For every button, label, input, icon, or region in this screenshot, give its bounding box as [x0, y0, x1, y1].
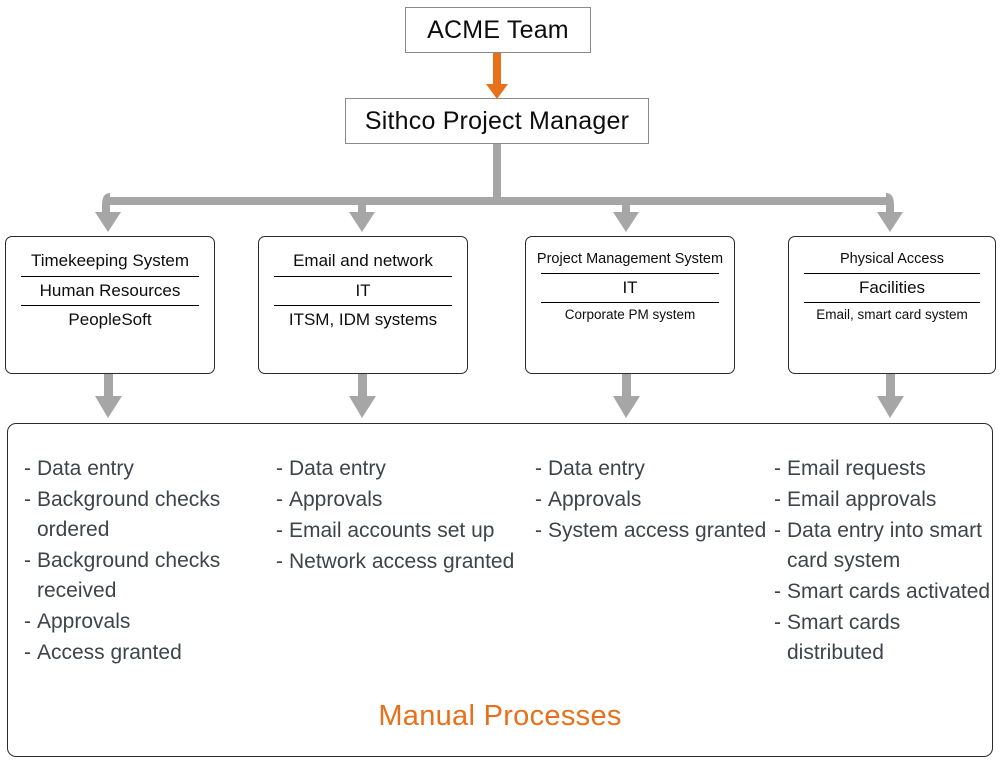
divider-rule	[274, 275, 452, 277]
divider-rule	[541, 272, 719, 274]
bullet-dash: -	[24, 457, 31, 480]
process-list-item-label: Email requests	[787, 457, 926, 480]
bullet-dash: -	[774, 488, 781, 512]
system-name: Timekeeping System	[30, 251, 190, 270]
process-list-item: -Smart cards distributed	[774, 608, 999, 668]
system-box-physical-access[interactable]: Physical Access Facilities Email, smart …	[788, 236, 996, 374]
process-list-item: -Email accounts set up	[276, 516, 516, 546]
bullet-dash: -	[24, 610, 31, 634]
process-column-email-network: -Data entry-Approvals-Email accounts set…	[276, 454, 516, 578]
process-list-item-label: Approvals	[37, 610, 131, 634]
process-list-item-label: Smart cards distributed	[787, 611, 901, 665]
acme-team-label: ACME Team	[427, 15, 569, 44]
divider-rule	[274, 305, 452, 307]
process-list-item: -Email approvals	[774, 485, 999, 515]
process-list-item: -Data entry	[535, 454, 770, 484]
bullet-dash: -	[535, 488, 542, 512]
bullet-dash: -	[276, 488, 283, 512]
process-column-physical-access: -Email requests-Email approvals-Data ent…	[774, 454, 999, 669]
process-list-item: -Data entry into smart card system	[774, 516, 999, 576]
system-box-project-management[interactable]: Project Management System IT Corporate P…	[525, 236, 735, 374]
manual-processes-title: Manual Processes	[378, 700, 622, 732]
gray-arrows-to-manual-panel	[95, 374, 904, 418]
divider-rule	[21, 305, 199, 307]
system-owner: IT	[355, 280, 371, 300]
process-list-item-label: Email accounts set up	[289, 519, 495, 543]
bullet-dash: -	[535, 519, 542, 543]
process-list-item-label: Background checks ordered	[37, 488, 221, 542]
process-list-item-label: Data entry into smart card system	[787, 519, 982, 573]
process-list-item: -Access granted	[24, 638, 269, 668]
bullet-dash: -	[535, 457, 542, 480]
process-list-item: -Approvals	[276, 485, 516, 515]
manual-processes-panel: -Data entry-Background checks ordered-Ba…	[7, 423, 993, 757]
process-list-item: -Smart cards activated	[774, 577, 999, 607]
process-list-item-label: Approvals	[289, 488, 383, 512]
process-list-item: -Background checks ordered	[24, 485, 269, 545]
process-column-project-management: -Data entry-Approvals-System access gran…	[535, 454, 770, 547]
divider-rule	[21, 275, 199, 277]
manual-processes-columns: -Data entry-Background checks ordered-Ba…	[8, 454, 992, 694]
system-box-email-network[interactable]: Email and network IT ITSM, IDM systems	[258, 236, 468, 374]
process-list-item-label: Approvals	[548, 488, 642, 512]
process-column-timekeeping: -Data entry-Background checks ordered-Ba…	[24, 454, 269, 669]
system-name: Email and network	[293, 251, 433, 270]
system-box-timekeeping[interactable]: Timekeeping System Human Resources Peopl…	[5, 236, 215, 374]
system-tool: PeopleSoft	[68, 310, 152, 330]
divider-rule	[804, 302, 980, 304]
gray-distribution-bus	[95, 144, 903, 232]
bullet-dash: -	[24, 488, 31, 512]
system-owner: Facilities	[858, 277, 926, 297]
bullet-dash: -	[276, 457, 283, 480]
process-list-item: -System access granted	[535, 516, 770, 546]
bullet-dash: -	[774, 457, 781, 480]
system-name: Project Management System	[536, 251, 724, 267]
process-list-item: -Approvals	[24, 607, 269, 637]
system-owner: Human Resources	[39, 280, 181, 300]
bullet-dash: -	[276, 550, 283, 574]
process-list-item-label: Network access granted	[289, 550, 515, 574]
system-owner: IT	[622, 277, 638, 297]
process-list-item-label: Data entry	[548, 457, 645, 480]
bullet-dash: -	[774, 611, 781, 635]
process-list-item-label: System access granted	[548, 519, 767, 543]
orange-arrow-acme-to-sithco	[486, 53, 508, 99]
process-list-item-label: Access granted	[37, 641, 182, 665]
bullet-dash: -	[774, 580, 781, 604]
process-list-item-label: Data entry	[289, 457, 386, 480]
sithco-project-manager-box[interactable]: Sithco Project Manager	[345, 98, 649, 144]
sithco-project-manager-label: Sithco Project Manager	[364, 106, 630, 135]
process-list-item: -Data entry	[24, 454, 269, 484]
process-list-item-label: Email approvals	[787, 488, 937, 512]
system-tool: Corporate PM system	[564, 307, 696, 323]
process-list-item-label: Background checks received	[37, 549, 221, 603]
bullet-dash: -	[276, 519, 283, 543]
process-list-item-label: Data entry	[37, 457, 134, 480]
bullet-dash: -	[24, 641, 31, 665]
process-list-item: -Background checks received	[24, 546, 269, 606]
process-list-item: -Network access granted	[276, 547, 516, 577]
process-list-item-label: Smart cards activated	[787, 580, 991, 604]
system-tool: ITSM, IDM systems	[288, 310, 438, 330]
acme-team-box[interactable]: ACME Team	[405, 7, 591, 53]
bullet-dash: -	[774, 519, 781, 543]
divider-rule	[804, 272, 980, 274]
system-tool: Email, smart card system	[816, 307, 968, 323]
divider-rule	[541, 302, 719, 304]
bullet-dash: -	[24, 549, 31, 573]
process-list-item: -Email requests	[774, 454, 999, 484]
system-name: Physical Access	[840, 251, 944, 267]
process-list-item: -Data entry	[276, 454, 516, 484]
process-list-item: -Approvals	[535, 485, 770, 515]
